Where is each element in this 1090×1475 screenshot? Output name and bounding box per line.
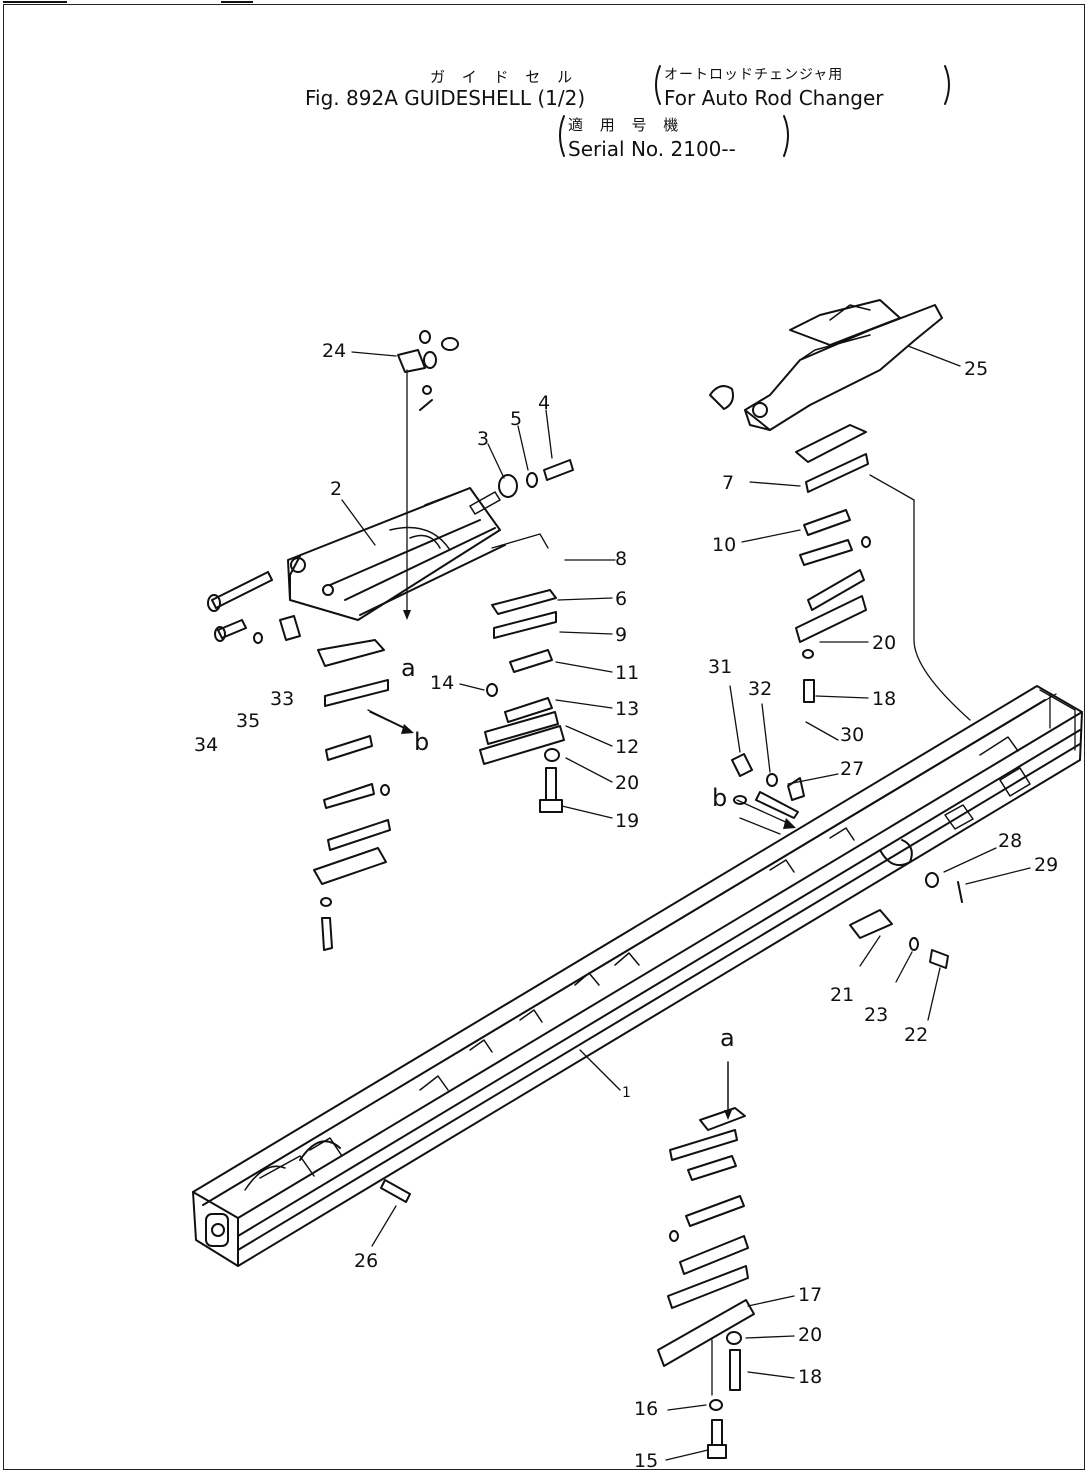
- figure-number: Fig. 892A: [305, 86, 398, 110]
- callout-32: 32: [748, 678, 773, 700]
- slide-assembly: [287, 487, 506, 621]
- callout-20: 20: [615, 772, 640, 794]
- serial-range: Serial No. 2100--: [568, 137, 736, 161]
- view-label-a: a: [401, 654, 416, 682]
- callout-20c: 20: [798, 1324, 823, 1346]
- rod-changer-arm: [709, 299, 943, 431]
- title-note-kana: オートロッドチェンジャ用: [664, 67, 844, 83]
- callout-27: 27: [840, 758, 865, 780]
- guideshell-beam: [192, 685, 1083, 1267]
- callout-23: 23: [864, 1004, 889, 1026]
- callout-13: 13: [615, 698, 640, 720]
- callout-1: 1: [622, 1085, 631, 1101]
- callout-26: 26: [354, 1250, 379, 1272]
- callout-5: 5: [510, 408, 523, 430]
- callout-31: 31: [708, 656, 733, 678]
- callout-34: 34: [194, 734, 219, 756]
- view-label-b: b: [414, 728, 430, 756]
- callout-7: 7: [722, 472, 735, 494]
- callout-12: 12: [615, 736, 640, 758]
- callout-15: 15: [634, 1450, 659, 1472]
- callout-14: 14: [430, 672, 455, 694]
- callout-33: 33: [270, 688, 295, 710]
- callout-25: 25: [964, 358, 989, 380]
- frame-tick-mark: [221, 1, 253, 3]
- callout-18b: 18: [798, 1366, 823, 1388]
- callout-22: 22: [904, 1024, 929, 1046]
- callout-10: 10: [712, 534, 737, 556]
- callout-19: 19: [615, 810, 640, 832]
- callout-2: 2: [330, 478, 343, 500]
- frame-tick-mark: [3, 1, 67, 3]
- figure-name: GUIDESHELL: [404, 86, 531, 110]
- callout-21: 21: [830, 984, 855, 1006]
- view-label-b2: b: [712, 784, 728, 812]
- title-note: For Auto Rod Changer: [664, 86, 884, 110]
- callout-16: 16: [634, 1398, 659, 1420]
- figure-title: Fig. 892A GUIDESHELL (1/2): [305, 86, 585, 110]
- callout-28: 28: [998, 830, 1023, 852]
- callout-11: 11: [615, 662, 640, 684]
- serial-kana: 適 用 号 機: [568, 116, 685, 134]
- callout-30: 30: [840, 724, 865, 746]
- callout-17: 17: [798, 1284, 823, 1306]
- callout-3: 3: [477, 428, 490, 450]
- drawing-frame: [3, 4, 1085, 1470]
- callout-35: 35: [236, 710, 261, 732]
- leader-lines: [341, 345, 1031, 1461]
- callout-6: 6: [615, 588, 628, 610]
- view-label-a2: a: [720, 1024, 735, 1052]
- callout-29: 29: [1034, 854, 1059, 876]
- callout-9: 9: [615, 624, 628, 646]
- figure-part: (1/2): [537, 86, 586, 110]
- title-kana: ガ イ ド セ ル: [430, 68, 579, 86]
- callout-4: 4: [538, 392, 551, 414]
- callout-8: 8: [615, 548, 628, 570]
- callout-24: 24: [322, 340, 347, 362]
- callout-18: 18: [872, 688, 897, 710]
- callout-20b: 20: [872, 632, 897, 654]
